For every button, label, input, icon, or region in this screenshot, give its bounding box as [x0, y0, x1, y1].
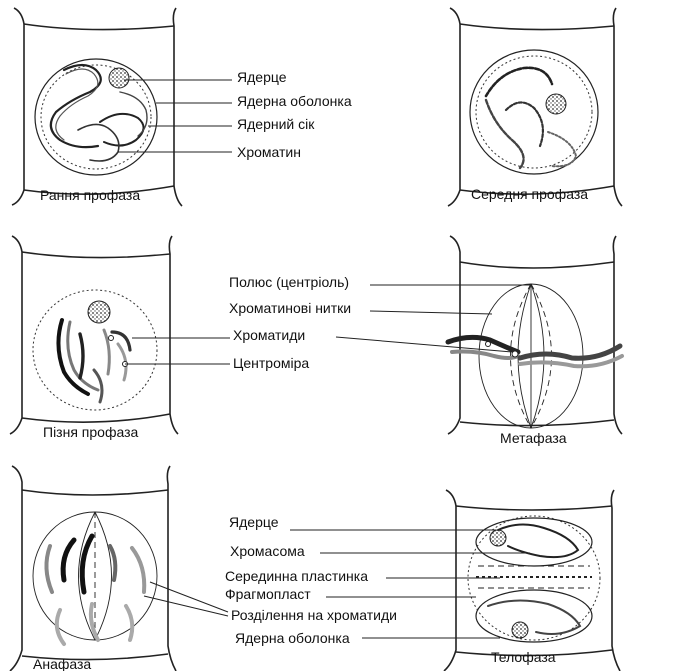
label-nuclear-envelope-bottom: Ядерна оболонка — [235, 630, 350, 646]
label-centromere: Центроміра — [233, 355, 309, 371]
nuclear-envelope — [34, 58, 158, 176]
chromatin-threads — [49, 63, 148, 162]
stage-label-late-prophase: Пізня профаза — [43, 424, 139, 440]
stage-label-metaphase: Метафаза — [500, 430, 567, 446]
label-phragmoplast: Фрагмопласт — [225, 586, 311, 602]
cell-metaphase — [445, 235, 624, 435]
label-nuclear-envelope: Ядерна оболонка — [237, 93, 352, 109]
label-pole-centriole: Полюс (центріоль) — [229, 274, 349, 290]
spindle-apparatus — [32, 511, 158, 641]
metaphase-chromosomes — [445, 334, 624, 369]
label-chromatin-threads: Хроматинові нитки — [229, 300, 351, 316]
stage-label-anaphase: Анафаза — [33, 656, 91, 671]
nuclear-envelope — [469, 49, 599, 175]
leaders-early — [118, 79, 232, 153]
stage-label-mid-prophase: Середня профаза — [471, 186, 588, 202]
nucleolus-top — [489, 529, 507, 547]
cell-mid-prophase — [447, 7, 623, 207]
nuclear-envelope-bottom — [475, 589, 593, 643]
label-chromatid-separation: Розділення на хроматиди — [231, 607, 397, 623]
phragmoplast — [478, 565, 590, 589]
nucleolus — [545, 93, 567, 115]
label-chromatids: Хроматиди — [233, 327, 305, 343]
chromatin-threads — [484, 66, 578, 170]
leaders-middle — [125, 284, 530, 365]
chromatids — [56, 318, 132, 404]
stage-label-early-prophase: Рання профаза — [40, 187, 140, 203]
cell-late-prophase — [9, 235, 179, 435]
label-nucleolus-bottom: Ядерце — [229, 514, 279, 530]
cell-early-prophase — [11, 7, 183, 207]
label-chromatin: Хроматин — [237, 144, 301, 160]
nucleolus — [108, 67, 130, 89]
nucleolus-bottom — [511, 621, 529, 639]
label-chromosome: Хромасома — [230, 543, 305, 559]
label-nucleolus: Ядерце — [237, 69, 287, 85]
separating-chromatids — [44, 533, 147, 646]
nuclear-envelope — [32, 289, 158, 411]
stage-label-telophase: Телофаза — [491, 649, 556, 665]
nucleolus — [87, 300, 111, 324]
cell-anaphase — [9, 465, 177, 671]
label-middle-plate: Серединна пластинка — [225, 568, 368, 584]
leaders-bottom — [143, 529, 530, 639]
cell-telophase — [443, 489, 621, 671]
label-nuclear-sap: Ядерний сік — [237, 116, 315, 132]
